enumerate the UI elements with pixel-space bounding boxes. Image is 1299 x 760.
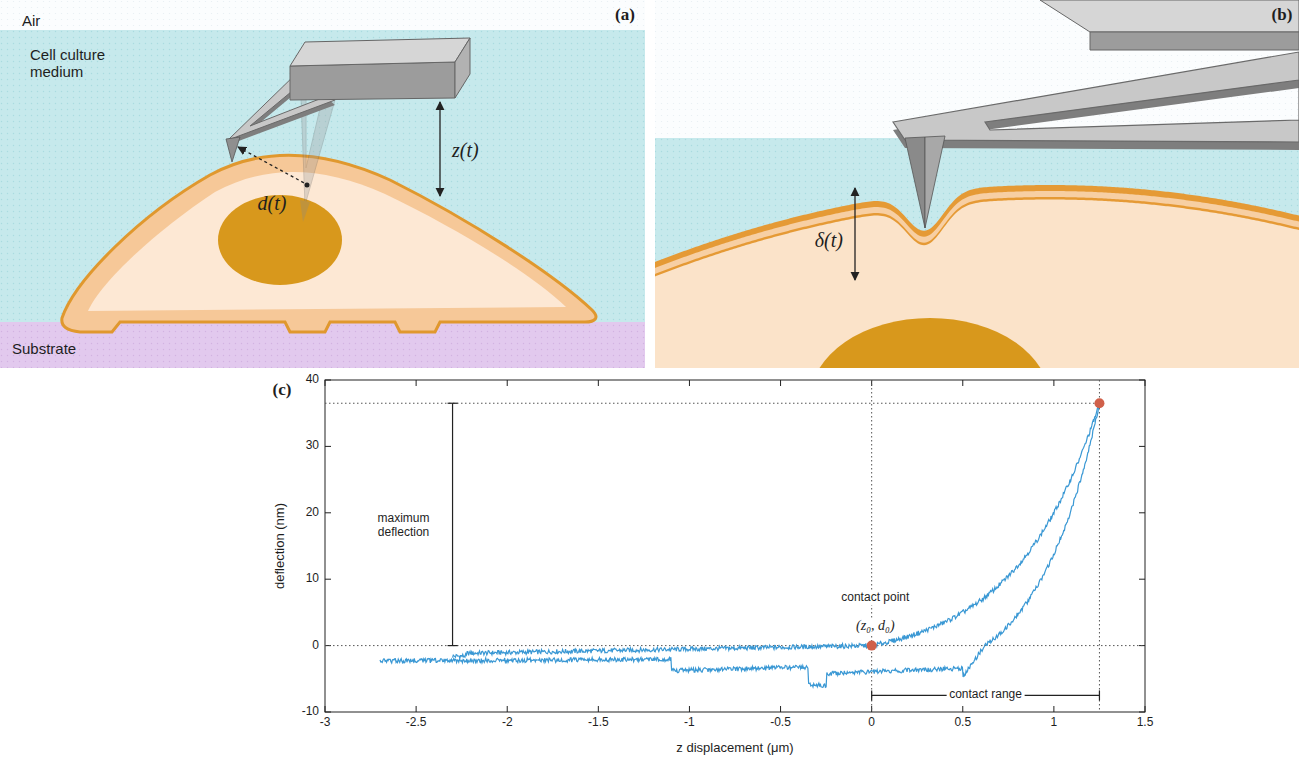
tick-label: -2: [502, 716, 513, 730]
reference-line: [325, 645, 1145, 646]
axis-title: z displacement (μm): [676, 741, 793, 756]
y-tick: [325, 579, 331, 580]
tick-label: -1: [684, 716, 695, 730]
bracket-line: [448, 403, 458, 404]
y-tick: [325, 380, 331, 381]
x-tick: [598, 380, 599, 386]
bracket-line: [1099, 690, 1100, 700]
y-tick: [1139, 579, 1145, 580]
region-label: Cell culture medium: [30, 46, 138, 81]
x-tick: [416, 706, 417, 712]
x-tick: [962, 380, 963, 386]
reference-line: [871, 380, 872, 712]
annotation: contact point: [838, 591, 912, 605]
panel-b: [655, 0, 1299, 368]
marker-dot: [867, 641, 877, 651]
cell-body: [62, 155, 596, 332]
tick-label: -10: [302, 705, 319, 719]
annotation: contact range: [946, 688, 1025, 702]
x-tick: [689, 380, 690, 386]
marker-dot: [1094, 398, 1104, 408]
annotation-marks: [448, 398, 1105, 700]
tick-label: 40: [306, 373, 319, 387]
x-tick: [962, 706, 963, 712]
bracket-line: [452, 403, 453, 645]
x-tick: [325, 380, 326, 386]
math-label: z(t): [452, 139, 479, 162]
tick-label: 30: [306, 439, 319, 453]
y-tick: [1139, 712, 1145, 713]
tick-label: -2.5: [406, 716, 427, 730]
axis-title: deflection (nm): [273, 503, 288, 589]
reference-line: [1099, 380, 1100, 712]
x-tick: [507, 380, 508, 386]
x-tick: [416, 380, 417, 386]
tick-label: 0: [868, 716, 875, 730]
x-tick: [1145, 706, 1146, 712]
distance-line: [238, 147, 306, 184]
deflection-curve: [453, 404, 1100, 658]
tick-label: -3: [320, 716, 331, 730]
height-arrow: [439, 102, 440, 196]
tick-label: -0.5: [770, 716, 791, 730]
deflection-curve: [380, 403, 1099, 688]
annotation: maximum deflection: [365, 512, 443, 540]
indentation-arrow: [854, 188, 855, 280]
air-region: [0, 0, 645, 368]
x-tick: [325, 706, 326, 712]
tick-label: 1: [1051, 716, 1058, 730]
reference-lines: [325, 380, 1145, 712]
math-label: δ(t): [815, 229, 843, 252]
tick-label: 20: [306, 506, 319, 520]
x-tick: [1145, 380, 1146, 386]
y-tick: [325, 712, 331, 713]
y-tick: [325, 512, 331, 513]
cytoplasm: [88, 172, 566, 311]
x-tick: [780, 380, 781, 386]
cantilever: [226, 38, 470, 162]
region-label: Substrate: [12, 340, 76, 357]
reference-line: [325, 403, 1099, 404]
force-curve-chart: [325, 380, 1145, 712]
x-tick: [780, 706, 781, 712]
y-tick: [1139, 512, 1145, 513]
axis-ticks: [325, 380, 1145, 712]
panel-letter: (b): [1272, 5, 1293, 25]
tick-label: 1.5: [1137, 716, 1154, 730]
region-label: Air: [22, 12, 40, 29]
x-tick: [598, 706, 599, 712]
x-tick: [689, 706, 690, 712]
panel-letter: (c): [273, 380, 292, 400]
tick-label: -1.5: [588, 716, 609, 730]
data-curves: [380, 403, 1099, 688]
tick-label: 10: [306, 572, 319, 586]
tick-label: 0: [312, 639, 319, 653]
nucleus: [810, 318, 1050, 368]
x-tick: [1053, 380, 1054, 386]
tick-label: 0.5: [954, 716, 971, 730]
y-tick: [1139, 446, 1145, 447]
distance-dot: [305, 183, 310, 188]
bracket-line: [448, 645, 458, 646]
y-tick: [325, 446, 331, 447]
x-tick: [507, 706, 508, 712]
math-label: d(t): [258, 192, 287, 215]
y-tick: [1139, 380, 1145, 381]
x-tick: [1053, 706, 1054, 712]
panel-a: [0, 0, 645, 368]
panel-letter: (a): [615, 5, 635, 25]
cantilever: [893, 0, 1299, 228]
bracket-line: [871, 690, 872, 700]
plot-frame: [325, 380, 1145, 712]
math-label: (z₀, d₀): [854, 618, 897, 634]
